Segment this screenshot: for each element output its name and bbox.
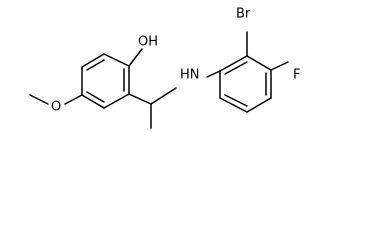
methoxy-oxygen-label: O bbox=[51, 100, 61, 115]
left-phenol-ring bbox=[81, 53, 130, 109]
bond-ring2-b bbox=[246, 55, 272, 71]
bond-ch-nh bbox=[150, 87, 177, 105]
bond-c-methoxy-o bbox=[64, 94, 83, 105]
bond-c-f bbox=[270, 61, 289, 71]
amine-label: HN bbox=[180, 68, 200, 83]
bond-ring2-double-1 bbox=[224, 61, 248, 75]
bond-methoxy-o-ch3 bbox=[29, 94, 49, 105]
bond-ring1-e bbox=[81, 94, 105, 109]
bond-ring1-b bbox=[103, 53, 130, 67]
oh-label: OH bbox=[138, 35, 158, 50]
bond-ring2-d bbox=[246, 97, 272, 113]
bond-ring1-d bbox=[103, 93, 130, 109]
bond-nh-ring2 bbox=[206, 70, 221, 78]
bond-ring2-a bbox=[219, 55, 248, 72]
bond-ring1-double-3 bbox=[86, 91, 105, 103]
bond-ring1-double-1 bbox=[86, 59, 105, 71]
bond-ring1-ch bbox=[128, 93, 152, 105]
fluoro-label: F bbox=[293, 68, 300, 83]
bromo-label: Br bbox=[236, 7, 251, 22]
bond-ring1-a bbox=[81, 53, 105, 68]
bond-ring2-double-3 bbox=[224, 94, 248, 107]
bond-ring2-e bbox=[219, 97, 248, 113]
bond-c-oh bbox=[128, 48, 143, 67]
molecule-structure: OH O HN Br F bbox=[29, 7, 300, 129]
structure-canvas: OH O HN Br F bbox=[29, 7, 300, 129]
right-aniline-ring bbox=[219, 55, 272, 113]
